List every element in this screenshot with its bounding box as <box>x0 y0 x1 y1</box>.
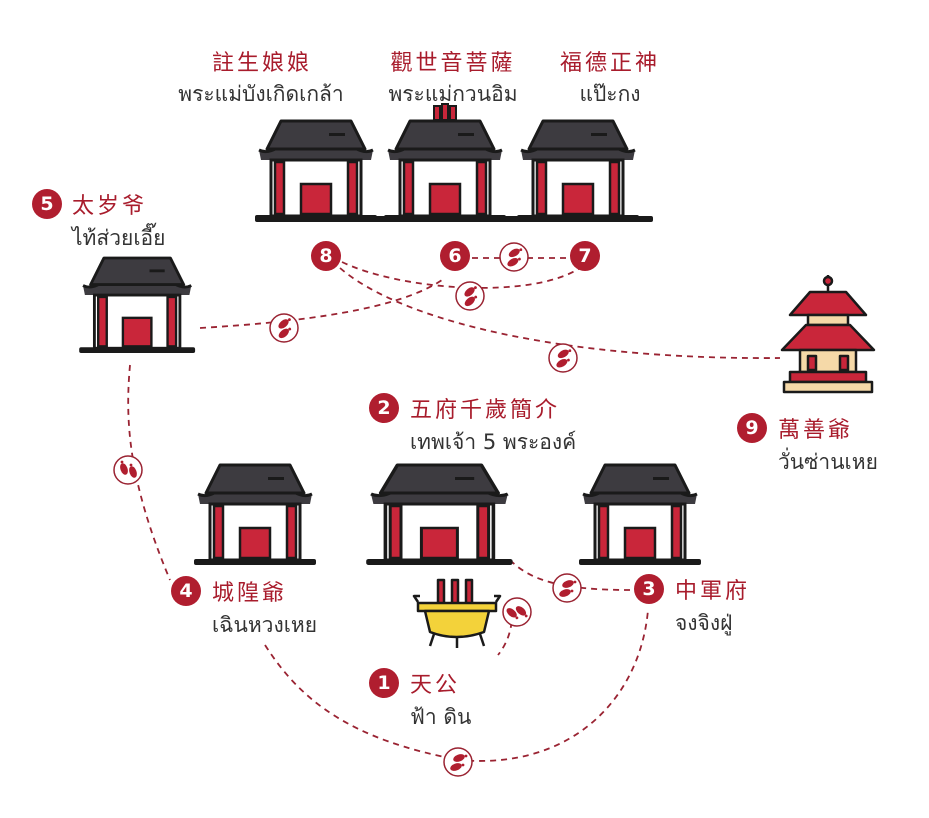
stop-9-badge: 9 <box>737 413 767 443</box>
shrine-icon <box>382 119 508 223</box>
stop-6-thai: พระแม่กวนอิม <box>388 82 518 106</box>
pagoda-icon <box>780 275 876 394</box>
footprints-icon <box>113 455 143 485</box>
stop-6-chinese: 觀世音菩薩 <box>390 51 516 76</box>
footprints-icon <box>269 313 299 343</box>
stop-1-badge: 1 <box>369 668 399 698</box>
shrine-icon <box>364 463 515 567</box>
stop-5-thai: ไท้ส่วยเอี๊ย <box>72 226 166 250</box>
footprints-icon <box>499 242 529 272</box>
stop-2-chinese: 五府千歲簡介 <box>410 398 561 423</box>
stop-4-chinese: 城隍爺 <box>212 581 288 606</box>
stop-2-thai: เทพเจ้า 5 พระองค์ <box>410 430 577 454</box>
stop-7-badge: 7 <box>570 241 600 271</box>
incense-sticks <box>433 103 457 121</box>
shrine-icon <box>192 463 318 567</box>
stop-1-thai: ฟ้า ดิน <box>410 705 472 729</box>
shrine-icon <box>577 463 703 567</box>
footprints-icon <box>548 343 578 373</box>
stop-5-chinese: 太岁爷 <box>72 194 148 219</box>
stop-4-badge: 4 <box>171 576 201 606</box>
stop-1-chinese: 天公 <box>410 673 461 698</box>
footprints-icon <box>443 747 473 777</box>
footprints-icon <box>455 281 485 311</box>
shrine-icon <box>253 119 379 223</box>
stop-7-thai: แป๊ะกง <box>579 82 641 106</box>
stop-3-chinese: 中軍府 <box>675 579 751 604</box>
footprints-icon <box>502 597 532 627</box>
shrine-icon <box>77 256 197 355</box>
shrine-icon <box>515 119 641 223</box>
stop-6-badge: 6 <box>440 241 470 271</box>
stop-5-badge: 5 <box>32 189 62 219</box>
stop-8-chinese: 註生娘娘 <box>211 51 312 76</box>
stop-7-chinese: 福德正神 <box>559 51 660 76</box>
stop-3-thai: จงจิงฝู่ <box>675 611 733 635</box>
incense-burner-icon <box>412 578 502 648</box>
stop-9-chinese: 萬善爺 <box>778 418 854 443</box>
stop-8-thai: พระแม่บังเกิดเกล้า <box>178 82 344 106</box>
stop-2-badge: 2 <box>369 393 399 423</box>
shrine-row-base <box>255 216 653 222</box>
stop-4-thai: เฉินหวงเหย <box>212 613 318 637</box>
stop-9-thai: วั่นซ่านเหย <box>778 450 878 474</box>
footprints-icon <box>552 573 582 603</box>
stop-3-badge: 3 <box>634 574 664 604</box>
stop-8-badge: 8 <box>311 241 341 271</box>
